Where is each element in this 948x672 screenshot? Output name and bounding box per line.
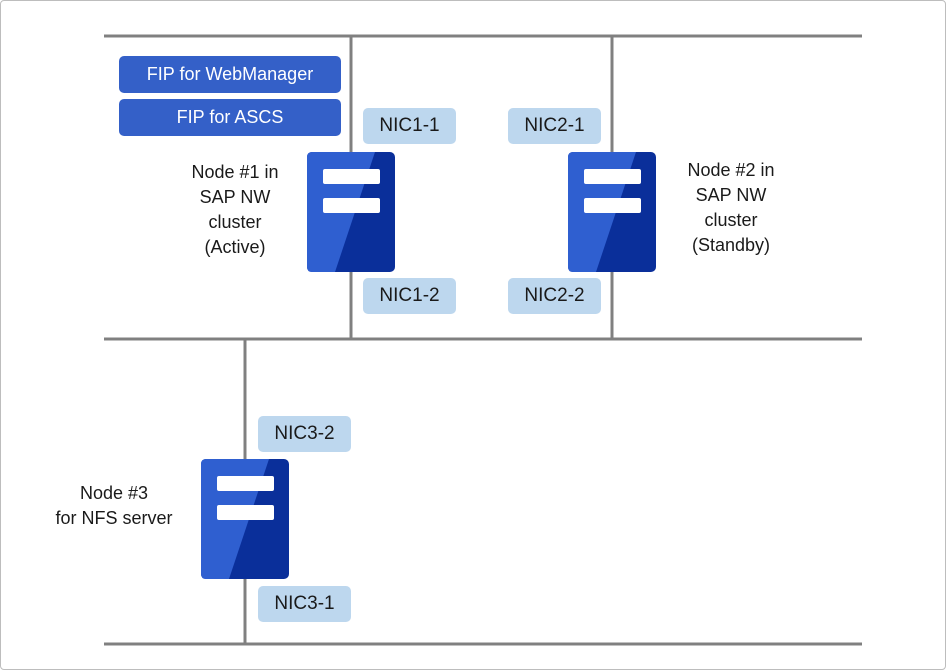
node2-label: Node #2 in SAP NW cluster (Standby) (687, 160, 775, 255)
nic-1-1: NIC1-1 (363, 108, 456, 144)
nic-1-2: NIC1-2 (363, 278, 456, 314)
node1-label: Node #1 in SAP NW cluster (Active) (191, 162, 279, 257)
node3-label: Node #3 for NFS server (55, 483, 173, 528)
fip-webmanager: FIP for WebManager (119, 56, 341, 93)
nic-2-1: NIC2-1 (508, 108, 601, 144)
server-icon (201, 459, 289, 579)
nic-3-1: NIC3-1 (258, 586, 351, 622)
server-icon (568, 152, 656, 272)
server-icon (307, 152, 395, 272)
nic-2-2: NIC2-2 (508, 278, 601, 314)
nic-3-2: NIC3-2 (258, 416, 351, 452)
fip-ascs: FIP for ASCS (119, 99, 341, 136)
